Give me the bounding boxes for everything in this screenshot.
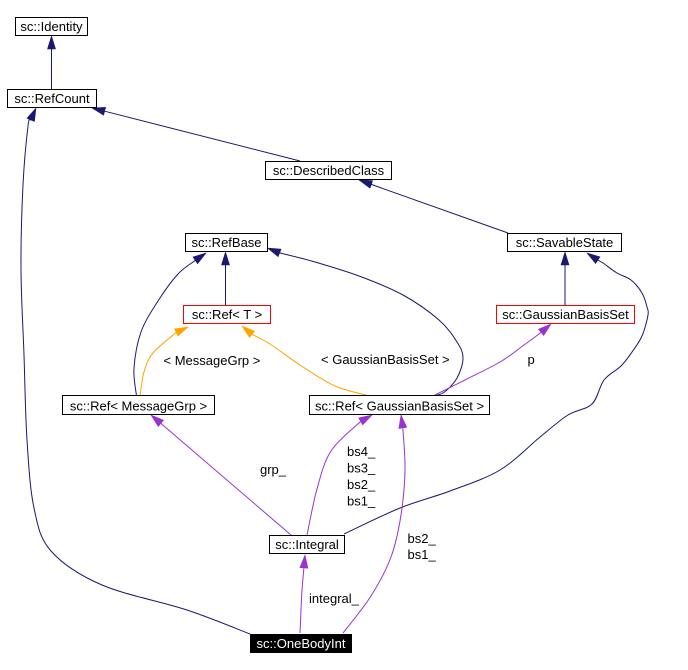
svg-text:bs3_: bs3_ — [347, 461, 376, 476]
svg-text:sc::Integral: sc::Integral — [275, 537, 339, 552]
svg-text:p: p — [528, 352, 535, 367]
svg-text:bs2_: bs2_ — [408, 531, 437, 546]
svg-text:sc::Ref< T >: sc::Ref< T > — [192, 307, 262, 322]
svg-text:sc::Ref< MessageGrp >: sc::Ref< MessageGrp > — [70, 399, 207, 414]
svg-text:bs2_: bs2_ — [347, 477, 376, 492]
svg-text:sc::SavableState: sc::SavableState — [516, 235, 614, 250]
svg-text:integral_: integral_ — [309, 591, 360, 606]
svg-text:bs1_: bs1_ — [408, 547, 437, 562]
svg-text:grp_: grp_ — [260, 462, 287, 477]
svg-text:sc::Ref< GaussianBasisSet >: sc::Ref< GaussianBasisSet > — [315, 399, 484, 414]
svg-text:sc::DescribedClass: sc::DescribedClass — [273, 163, 385, 178]
svg-text:< MessageGrp >: < MessageGrp > — [164, 353, 261, 368]
svg-text:sc::RefCount: sc::RefCount — [14, 91, 90, 106]
svg-text:sc::GaussianBasisSet: sc::GaussianBasisSet — [502, 307, 629, 322]
svg-text:sc::OneBodyInt: sc::OneBodyInt — [257, 636, 346, 651]
svg-text:bs4_: bs4_ — [347, 444, 376, 459]
svg-text:bs1_: bs1_ — [347, 494, 376, 509]
svg-text:< GaussianBasisSet >: < GaussianBasisSet > — [321, 352, 450, 367]
svg-text:sc::RefBase: sc::RefBase — [191, 235, 261, 250]
svg-text:sc::Identity: sc::Identity — [20, 19, 83, 34]
